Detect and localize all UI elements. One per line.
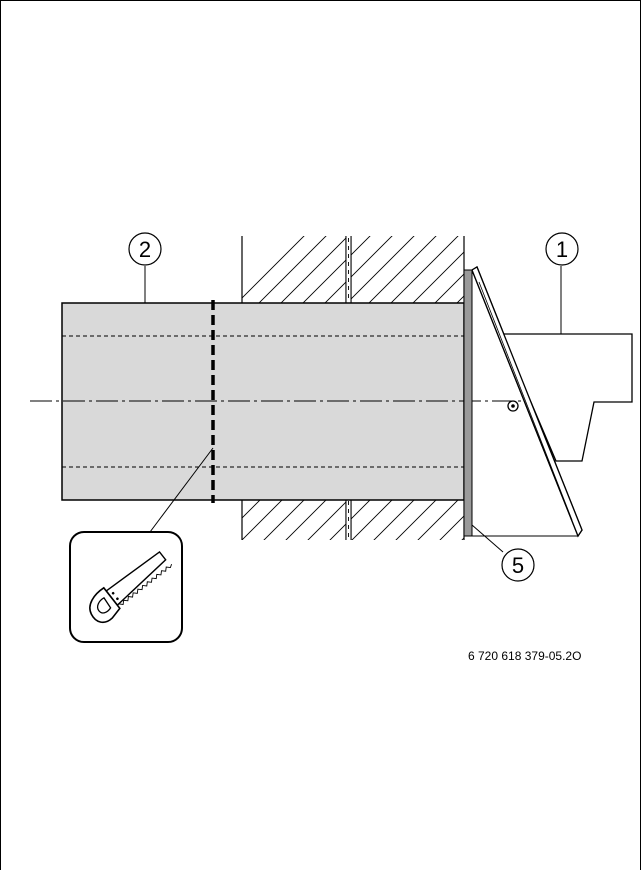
callout-2: 2	[128, 232, 162, 266]
leader-saw	[149, 447, 214, 533]
terminal-plate-edge	[478, 281, 573, 521]
terminal-screw-center	[511, 404, 515, 408]
callout-label-2: 2	[139, 237, 151, 262]
callout-label-5: 5	[512, 553, 524, 578]
seal-plate	[463, 269, 473, 537]
flue-terminal	[471, 266, 633, 538]
callout-leaders	[144, 266, 562, 553]
insulation-gap-top	[346, 236, 351, 303]
leader-5	[471, 524, 504, 553]
pipe-body	[61, 302, 465, 501]
wall-hatch-top	[242, 236, 464, 303]
saw-icon-box	[69, 531, 183, 643]
figure-reference-code: 6 720 618 379-05.2O	[468, 649, 582, 663]
pipe	[61, 302, 465, 501]
saw-icon	[89, 550, 172, 624]
callout-1: 1	[545, 232, 579, 266]
terminal-hood	[501, 333, 633, 462]
callout-label-1: 1	[556, 237, 568, 262]
callout-5: 5	[501, 548, 535, 582]
